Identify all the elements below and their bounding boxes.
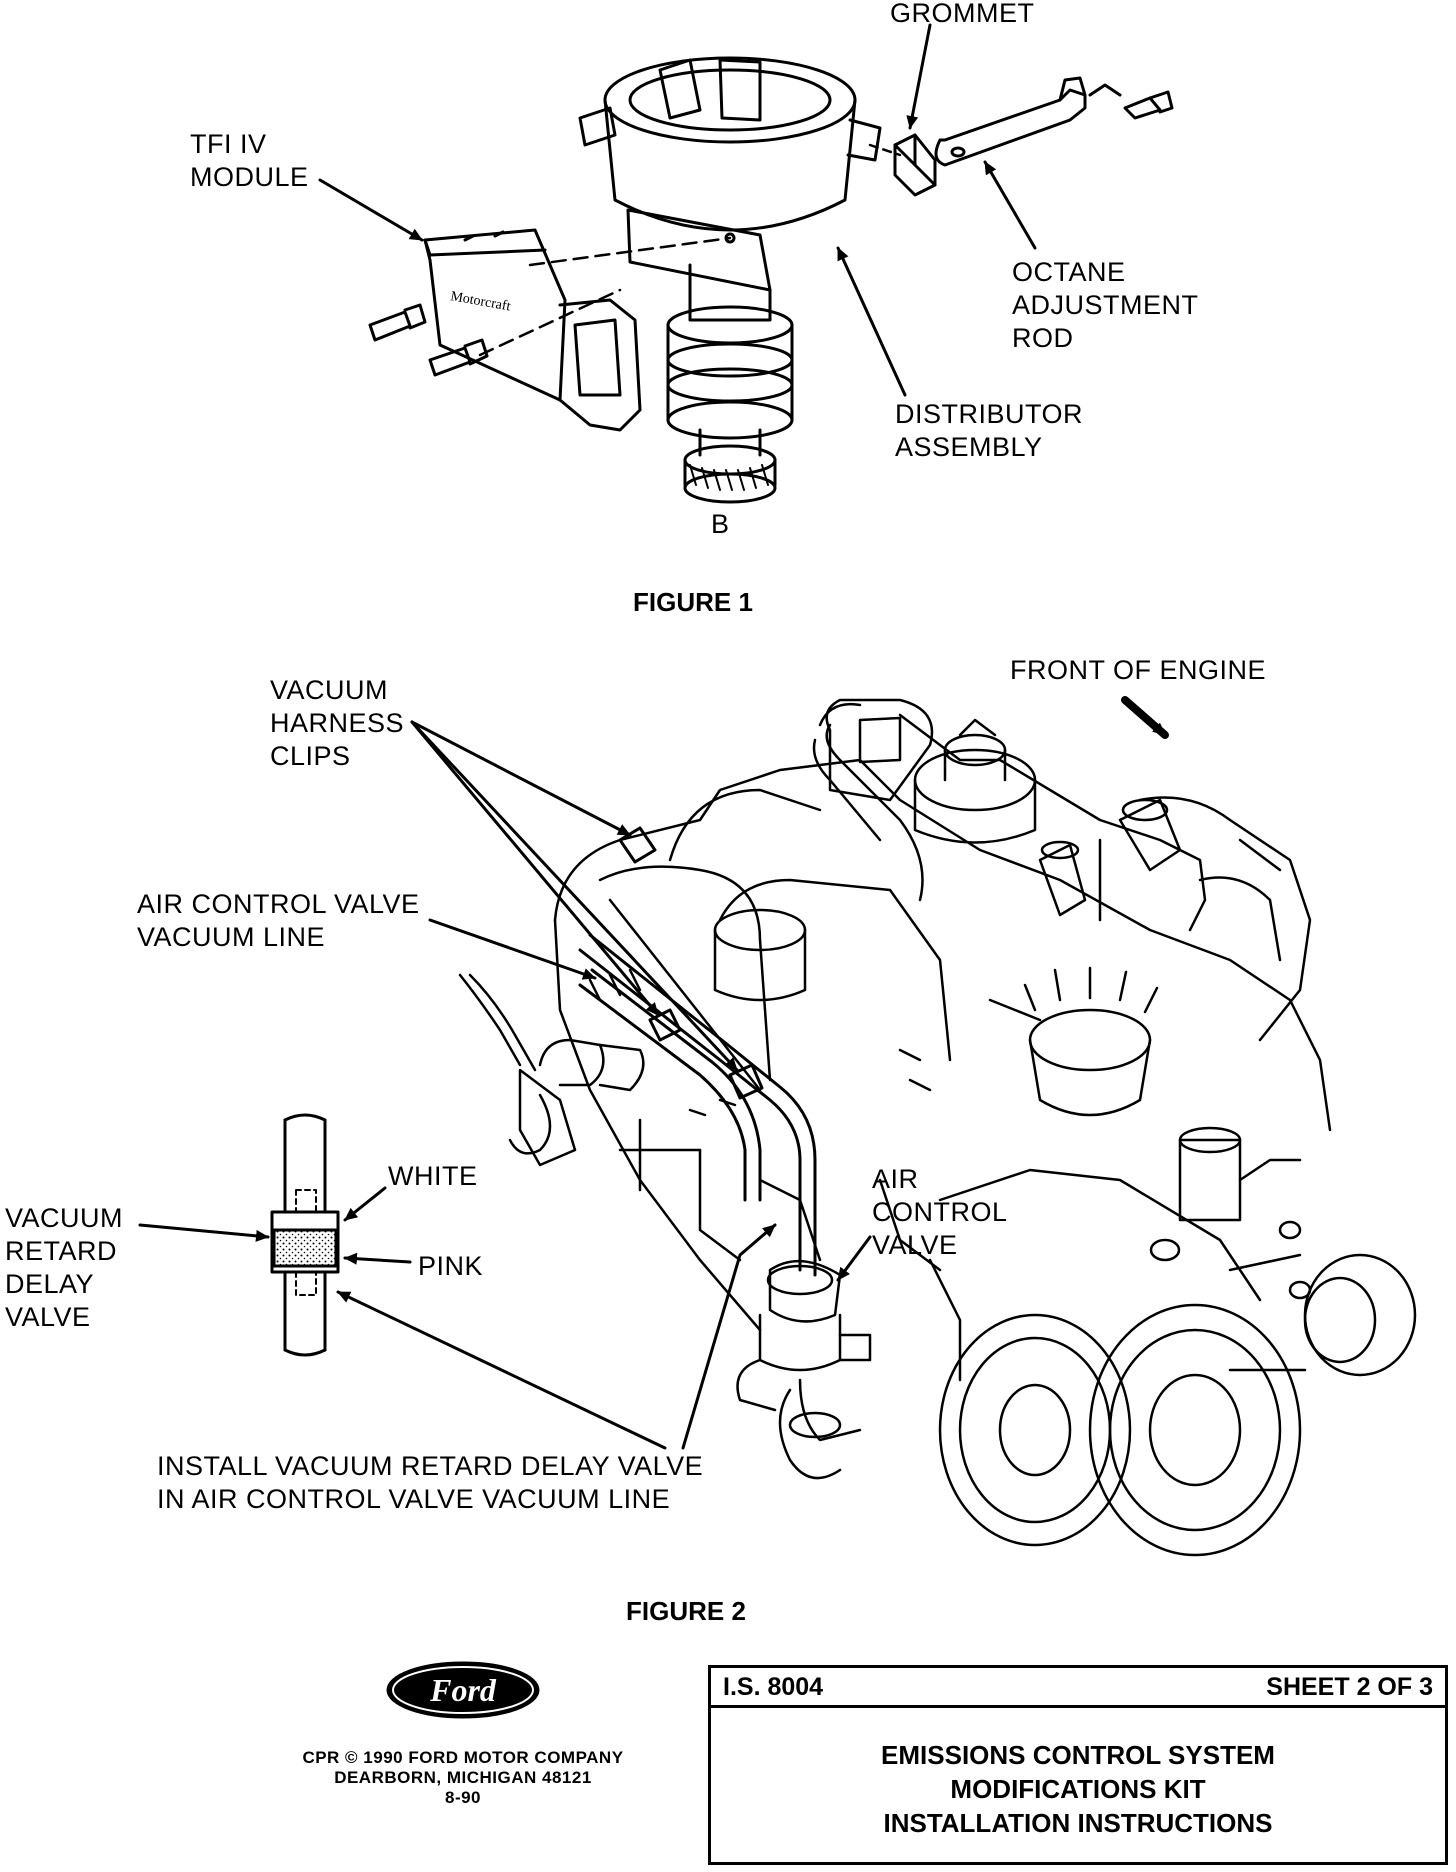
tfi-module-drawing: Motorcraft [423, 228, 642, 432]
air-control-valve-label: AIR CONTROL VALVE [872, 1164, 1008, 1260]
white-label: WHITE [388, 1161, 478, 1191]
front-of-engine-label: FRONT OF ENGINE [1010, 655, 1267, 685]
pink-leader [343, 1252, 412, 1265]
tfi-module-label: TFI IV MODULE [190, 129, 309, 192]
alignment-line-lower [478, 288, 622, 357]
vacuum-line-leader [428, 918, 597, 980]
part-letter-label: B [711, 509, 730, 539]
alignment-line-upper [528, 236, 732, 267]
ford-logo-text: Ford [430, 1672, 496, 1708]
svg-text:Motorcraft: Motorcraft [449, 289, 511, 314]
air-control-vacuum-line [578, 933, 817, 1277]
vacuum-harness-clips [618, 826, 764, 1100]
figure1-caption: FIGURE 1 [633, 587, 753, 617]
clips-leader-1 [410, 720, 632, 837]
delay-valve-leader [138, 1223, 270, 1242]
title-block: I.S. 8004 SHEET 2 OF 3 EMISSIONS CONTROL… [708, 1665, 1448, 1865]
pink-label: PINK [418, 1251, 484, 1281]
clips-leader-3 [410, 720, 739, 1072]
distributor-drawing [578, 56, 882, 504]
doc-number: I.S. 8004 [723, 1673, 824, 1701]
install-leader-to-valve [336, 1290, 667, 1450]
clips-leader-2 [410, 720, 660, 1017]
grommet-drawing [893, 133, 937, 197]
tfi-module-leader [318, 178, 424, 242]
white-leader [343, 1186, 387, 1222]
octane-rod-label: OCTANE ADJUSTMENT ROD [1012, 257, 1199, 353]
copyright-text: CPR © 1990 FORD MOTOR COMPANY DEARBORN, … [302, 1748, 624, 1807]
vacuum-harness-clips-label: VACUUM HARNESS CLIPS [270, 675, 405, 771]
vacuum-retard-delay-valve-label: VACUUM RETARD DELAY VALVE [5, 1203, 124, 1332]
grommet-leader [906, 23, 932, 130]
install-leader-to-line [681, 1223, 777, 1450]
module-screws [368, 303, 489, 377]
engine-drawing [458, 696, 1417, 1557]
ford-logo [386, 1661, 540, 1719]
air-control-valve-leader [836, 1235, 872, 1282]
distributor-leader [836, 246, 907, 397]
title-block-header: I.S. 8004 SHEET 2 OF 3 [711, 1668, 1445, 1708]
octane-rod-drawing [934, 76, 1174, 167]
distributor-label: DISTRIBUTOR ASSEMBLY [895, 399, 1084, 462]
octane-rod-leader [983, 160, 1037, 250]
grommet-label: GROMMET [890, 0, 1035, 28]
figure2-caption: FIGURE 2 [626, 1596, 746, 1626]
sheet-number: SHEET 2 OF 3 [1266, 1673, 1433, 1701]
delay-valve-detail [270, 1113, 340, 1357]
air-control-vacuum-line-label: AIR CONTROL VALVE VACUUM LINE [137, 889, 420, 952]
install-note-label: INSTALL VACUUM RETARD DELAY VALVE IN AIR… [157, 1451, 704, 1514]
document-title: EMISSIONS CONTROL SYSTEM MODIFICATIONS K… [881, 1740, 1275, 1838]
